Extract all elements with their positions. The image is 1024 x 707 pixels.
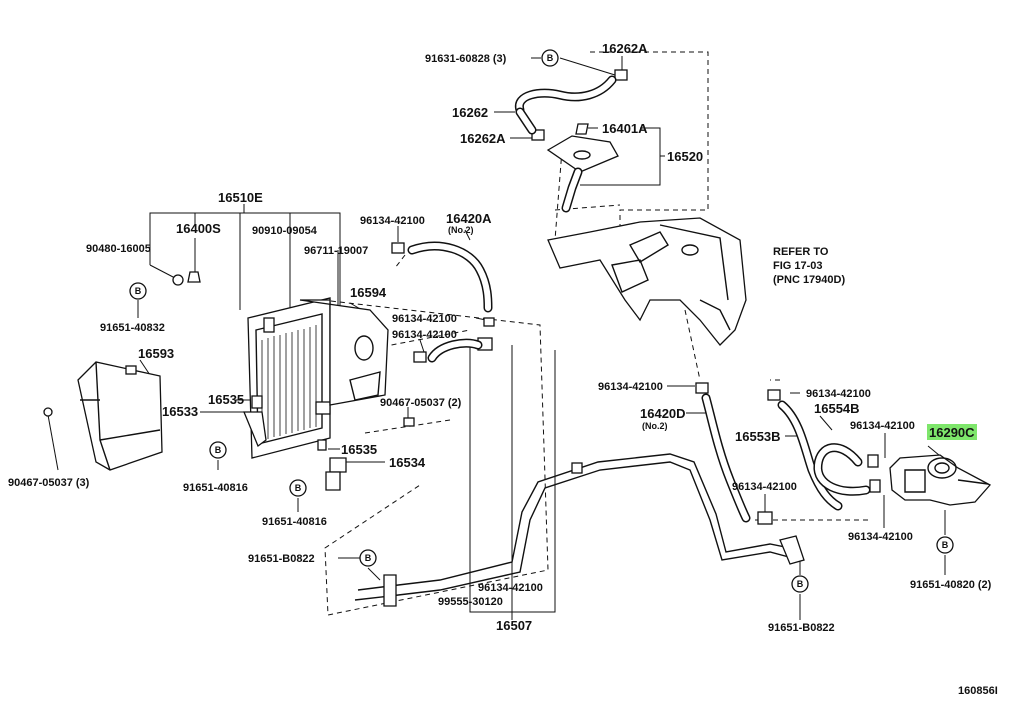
svg-text:B: B [295, 483, 302, 493]
label-16262a-top[interactable]: 16262A [602, 41, 648, 56]
label-90467-05037-2[interactable]: 90467-05037 (2) [380, 397, 462, 409]
label-16420a[interactable]: 16420A [446, 211, 492, 226]
label-16420d-sub: (No.2) [642, 421, 668, 431]
label-16420a-sub: (No.2) [448, 225, 474, 235]
bolt-symbols: B B B B B B B [129, 49, 954, 593]
label-96134-42100-i[interactable]: 96134-42100 [478, 582, 543, 594]
label-90910-09054[interactable]: 90910-09054 [252, 225, 318, 237]
label-96134-42100-a[interactable]: 96134-42100 [360, 215, 425, 227]
label-16535-b[interactable]: 16535 [341, 442, 377, 457]
bolt-symbol: B [209, 441, 227, 459]
part-labels: 91631-60828 (3) 16262A 16262 16262A 1640… [8, 41, 992, 634]
reservoir-assembly [514, 75, 619, 213]
clips-and-bolts [43, 69, 881, 525]
radiator-assembly [247, 297, 389, 459]
label-96134-42100-h[interactable]: 96134-42100 [848, 531, 913, 543]
label-91651-40816-a[interactable]: 91651-40816 [183, 482, 248, 494]
label-16262a-left[interactable]: 16262A [460, 131, 506, 146]
label-96134-42100-f[interactable]: 96134-42100 [850, 420, 915, 432]
svg-text:B: B [942, 540, 949, 550]
dashed-group-lines [321, 51, 868, 616]
svg-text:B: B [797, 579, 804, 589]
label-16510e[interactable]: 16510E [218, 190, 263, 205]
highlight-box [927, 424, 977, 440]
label-16420d[interactable]: 16420D [640, 406, 686, 421]
svg-text:B: B [365, 553, 372, 563]
hoses-right [701, 393, 871, 523]
air-duct [77, 361, 163, 471]
label-99555-30120[interactable]: 99555-30120 [438, 596, 503, 608]
label-16507[interactable]: 16507 [496, 618, 532, 633]
bolt-symbol: B [791, 575, 809, 593]
label-91631-60828[interactable]: 91631-60828 (3) [425, 53, 507, 65]
engine-bracket [547, 217, 747, 346]
hose-16420a [407, 241, 493, 363]
label-16535-a[interactable]: 16535 [208, 392, 244, 407]
label-16401a[interactable]: 16401A [602, 121, 648, 136]
label-90467-05037-3[interactable]: 90467-05037 (3) [8, 477, 90, 489]
refer-note-line2: FIG 17-03 [773, 260, 823, 272]
bolt-symbol: B [541, 49, 559, 67]
label-96134-42100-g[interactable]: 96134-42100 [732, 481, 797, 493]
label-96134-42100-d[interactable]: 96134-42100 [598, 381, 663, 393]
air-pump-16290c[interactable] [889, 454, 992, 506]
label-16554b[interactable]: 16554B [814, 401, 860, 416]
label-91651-40820[interactable]: 91651-40820 (2) [910, 579, 992, 591]
label-91651-40816-b[interactable]: 91651-40816 [262, 516, 327, 528]
label-16553b[interactable]: 16553B [735, 429, 781, 444]
svg-text:B: B [547, 53, 554, 63]
svg-text:B: B [135, 286, 142, 296]
label-16400s[interactable]: 16400S [176, 221, 221, 236]
pipe-16507 [354, 453, 805, 607]
label-91651-40832[interactable]: 91651-40832 [100, 322, 165, 334]
label-16593[interactable]: 16593 [138, 346, 174, 361]
label-16533[interactable]: 16533 [162, 404, 198, 419]
label-16594[interactable]: 16594 [350, 285, 387, 300]
refer-note[interactable]: REFER TO FIG 17-03 (PNC 17940D) [773, 246, 845, 286]
label-16520[interactable]: 16520 [667, 149, 703, 164]
label-91651-b0822-b[interactable]: 91651-B0822 [768, 622, 835, 634]
label-90480-16005[interactable]: 90480-16005 [86, 243, 151, 255]
bolt-symbol: B [129, 282, 147, 300]
label-16290c[interactable]: 16290C [929, 425, 975, 440]
label-96134-42100-b[interactable]: 96134-42100 [392, 313, 457, 325]
svg-text:B: B [215, 445, 222, 455]
label-96134-42100-c[interactable]: 96134-42100 [392, 329, 457, 341]
refer-note-line1: REFER TO [773, 246, 829, 258]
label-96711-19007[interactable]: 96711-19007 [304, 245, 368, 257]
label-96134-42100-e[interactable]: 96134-42100 [806, 388, 871, 400]
refer-note-line3: (PNC 17940D) [773, 274, 845, 286]
label-91651-b0822-a[interactable]: 91651-B0822 [248, 553, 315, 565]
label-16262[interactable]: 16262 [452, 105, 488, 120]
diagram-id: 160856I [958, 685, 998, 697]
label-16534[interactable]: 16534 [389, 455, 426, 470]
bolt-symbol: B [936, 536, 954, 554]
bolt-symbol: B [359, 549, 377, 567]
bolt-symbol: B [289, 479, 307, 497]
